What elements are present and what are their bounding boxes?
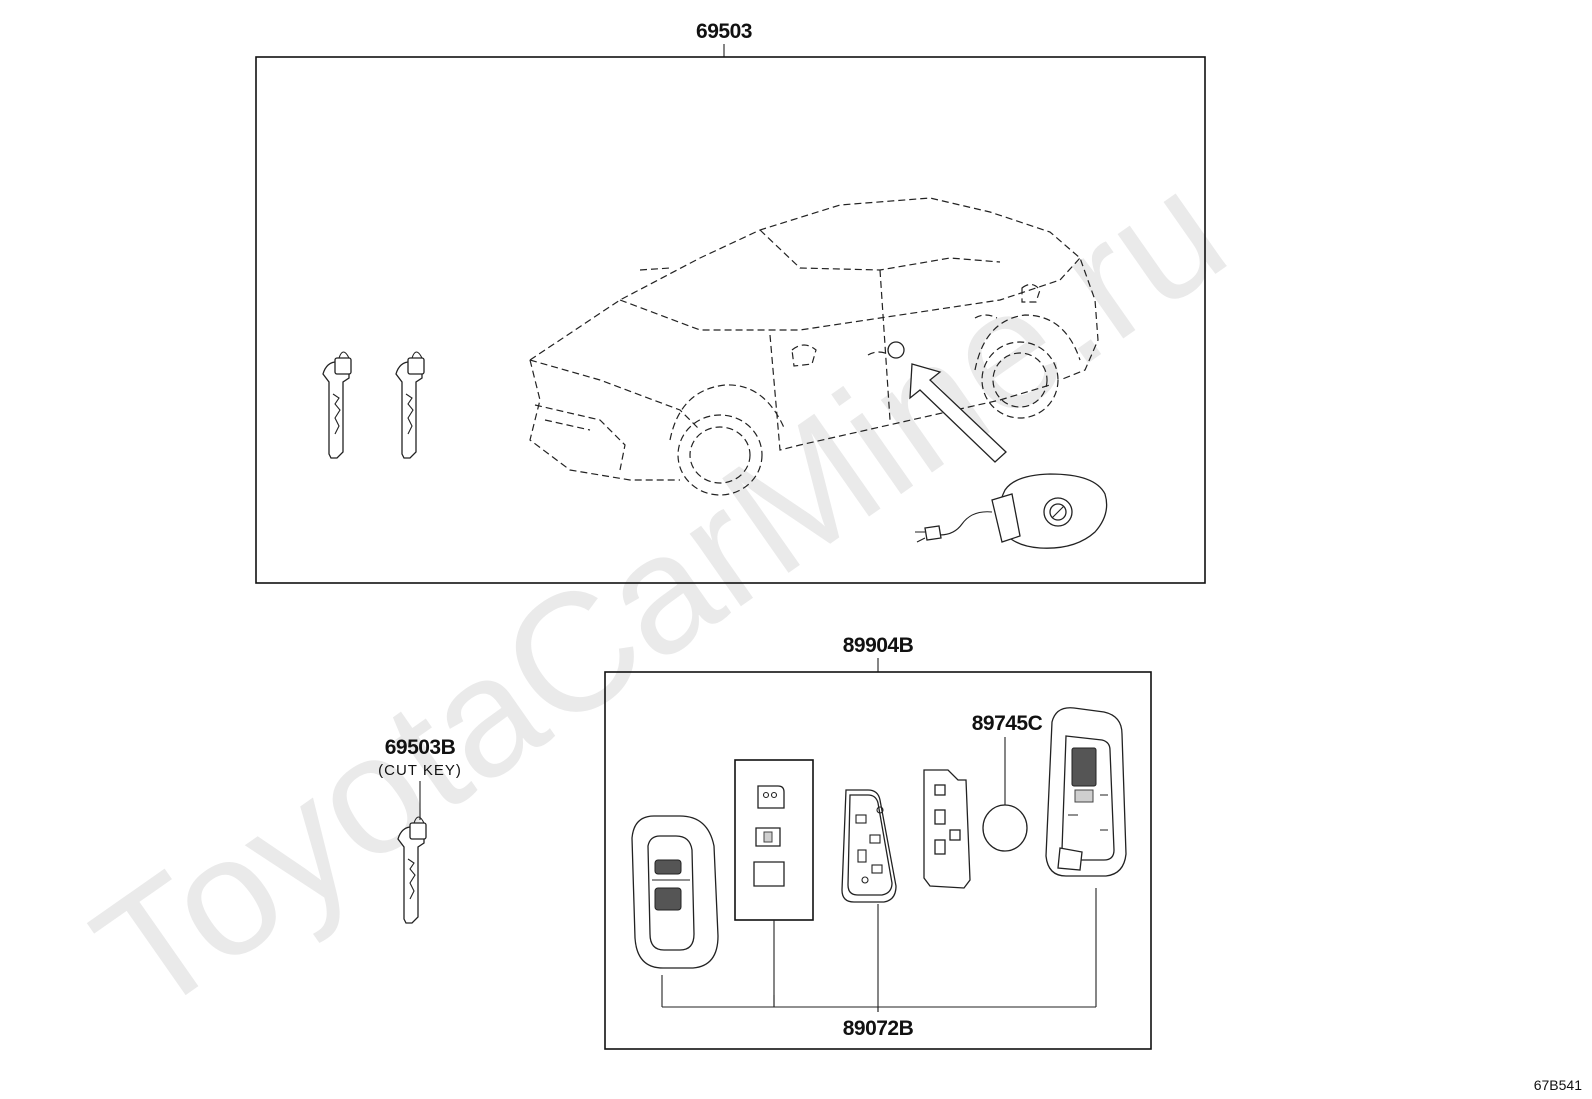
housing-bracket <box>662 1006 1096 1012</box>
callout-89904B[interactable]: 89904B <box>843 634 914 657</box>
door-lock-marker <box>887 341 905 359</box>
smart-key-rear-case[interactable] <box>1045 707 1127 877</box>
mechanical-key-left[interactable] <box>322 351 352 459</box>
smart-key-front-case[interactable] <box>631 815 719 969</box>
callout-69503[interactable]: 69503 <box>696 20 752 43</box>
group-box-69503 <box>255 56 1206 584</box>
circuit-board[interactable] <box>841 789 897 903</box>
arrow-to-door-lock <box>909 363 1007 463</box>
door-lock-cylinder[interactable] <box>915 473 1108 549</box>
coin-battery[interactable] <box>982 804 1028 852</box>
inner-plate[interactable] <box>923 769 971 889</box>
callout-89745C[interactable]: 89745C <box>972 712 1043 735</box>
callout-89072B[interactable]: 89072B <box>843 1017 914 1040</box>
diagram-code: 67B541 <box>1534 1077 1582 1093</box>
mechanical-key-right[interactable] <box>395 351 425 459</box>
cut-key-note: (CUT KEY) <box>378 762 462 779</box>
callout-69503B[interactable]: 69503B <box>385 736 456 759</box>
group-box-89904B <box>604 671 1152 1050</box>
button-set[interactable] <box>753 785 785 887</box>
vehicle-outline <box>529 197 1099 496</box>
cut-key[interactable] <box>397 816 427 924</box>
